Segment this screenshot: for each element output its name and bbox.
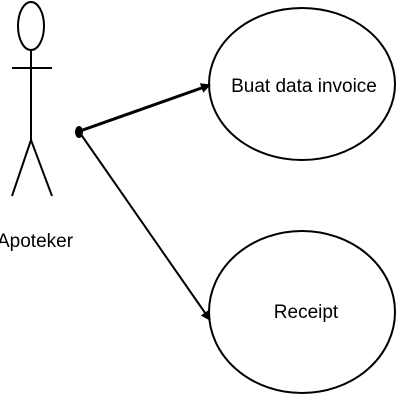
- association-arrow-receipt: [79, 132, 211, 321]
- use-case-label-buat-data-invoice: Buat data invoice: [231, 76, 377, 97]
- use-case-receipt: [208, 230, 396, 394]
- actor-left-leg: [11, 139, 32, 197]
- association-arrow-invoice: [79, 83, 211, 133]
- use-case-label-receipt: Receipt: [274, 302, 339, 323]
- actor-label: Apoteker: [0, 231, 74, 252]
- use-case-buat-data-invoice: [208, 7, 396, 161]
- actor-right-leg: [30, 139, 53, 197]
- actor-head: [17, 1, 45, 51]
- actor-figure: [11, 1, 53, 197]
